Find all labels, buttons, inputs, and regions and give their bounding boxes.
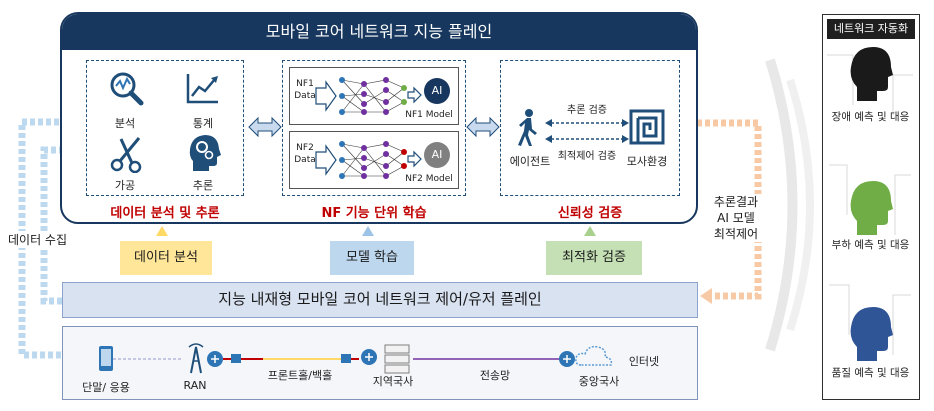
control-user-plane: 지능 내재형 모바일 코어 네트워크 제어/유저 플레인 [62, 282, 698, 318]
mobile-terminal-icon [99, 346, 113, 371]
control-verify-arrow-icon [545, 135, 629, 143]
statistics-chart-icon [186, 74, 218, 104]
nf1-ai-badge: AI [424, 78, 450, 104]
right-feedback-labels: 추론결과 AI 모델 최적제어 [704, 194, 768, 242]
automation-item-load: 부하 예측 및 대응 [831, 239, 910, 251]
automation-title: 네트워크 자동화 [827, 19, 915, 39]
fronthaul-label: 프론트홀/백홀 [267, 369, 333, 382]
statistics-label: 통계 [192, 117, 214, 130]
automation-item-fault: 장애 예측 및 대응 [831, 111, 910, 123]
data-collection-label: 데이터 수집 [8, 231, 68, 248]
nf-learning-box: NF1 Data AI NF1 Model NF2 Data [282, 60, 466, 196]
feedback-label-2: AI 모델 [717, 211, 755, 225]
agent-walking-icon [518, 109, 537, 146]
analysis-box: 분석 통계 가공 추론 [86, 60, 244, 196]
inference-head-gears-icon [189, 135, 221, 171]
central-office-label: 중앙국사 [578, 375, 620, 388]
nf2-panel: NF2 Data AI NF2 Model [289, 131, 459, 189]
nf2-data-label: NF2 Data [294, 143, 316, 165]
processing-label: 가공 [114, 179, 136, 192]
nf1-model-label: NF1 Model [405, 110, 453, 120]
plane-title: 모바일 코어 네트워크 지능 플레인 [62, 14, 696, 50]
infrastructure-bar: 단말/ 응용 RAN 프론트홀/백홀 지역국사 전송망 중앙국사 인터넷 [62, 326, 698, 400]
ran-label: RAN [183, 379, 207, 392]
central-office-cloud-icon [559, 345, 613, 367]
tab-data-analysis: 데이터 분석 [120, 241, 212, 275]
agent-label: 에이전트 [509, 155, 551, 168]
control-verify-label: 최적제어 검증 [557, 151, 617, 162]
ai-head-black-icon [850, 47, 893, 101]
terminal-label: 단말/ 응용 [82, 381, 130, 394]
ai-head-green-icon [850, 181, 893, 235]
tab-optimization-verify: 최적화 검증 [546, 241, 642, 275]
infrastructure-links [113, 354, 563, 363]
nf2-ai-badge: AI [424, 142, 450, 168]
automation-item-quality: 품질 예측 및 대응 [831, 367, 910, 379]
nf2-neural-network-icon [315, 141, 422, 179]
analysis-label: 분석 [114, 117, 136, 130]
intelligence-plane: 모바일 코어 네트워크 지능 플레인 분석 통계 가공 추론 데이터 분석 및 … [60, 12, 698, 224]
inference-verify-label: 추론 검증 [567, 105, 607, 116]
nf-learning-title: NF 기능 단위 학습 [321, 206, 427, 221]
nf1-data-label: NF1 Data [294, 79, 316, 101]
regional-office-icon [361, 344, 410, 374]
verification-title: 신뢰성 검증 [557, 206, 623, 221]
ai-head-blue-icon [850, 307, 893, 361]
feedback-label-3: 최적제어 [713, 227, 759, 241]
inference-verify-arrow-icon [545, 119, 629, 127]
analysis-magnifier-icon [110, 72, 144, 106]
tab-model-learning: 모델 학습 [330, 241, 414, 275]
simulation-maze-icon [629, 109, 665, 145]
nf1-panel: NF1 Data AI NF1 Model [289, 67, 459, 125]
inference-label: 추론 [192, 179, 214, 192]
verification-box: 에이전트 모사환경 추론 검증 최적제어 검증 [500, 60, 680, 196]
processing-scissors-icon [110, 137, 142, 173]
double-arrow-icon [248, 116, 282, 138]
regional-office-label: 지역국사 [372, 375, 414, 388]
transport-label: 전송망 [479, 369, 511, 382]
analysis-title: 데이터 분석 및 추론 [110, 206, 220, 221]
network-automation-panel: 네트워크 자동화 장애 예측 및 대응 부하 예측 및 대응 품질 예측 및 대… [822, 14, 920, 400]
double-arrow-icon [466, 116, 500, 138]
circuit-background [827, 54, 913, 355]
internet-label: 인터넷 [628, 355, 660, 368]
nf2-model-label: NF2 Model [405, 174, 453, 184]
ran-antenna-icon [188, 343, 223, 374]
feedback-label-1: 추론결과 [713, 195, 759, 209]
nf1-neural-network-icon [315, 77, 422, 115]
simulation-env-label: 모사환경 [626, 155, 668, 168]
